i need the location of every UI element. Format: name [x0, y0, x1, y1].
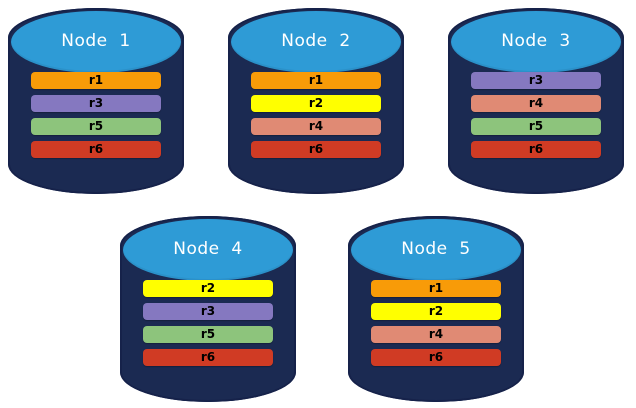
replica-list: r1 r2 r4 r6 [250, 72, 382, 158]
replica-bar: r3 [142, 303, 274, 320]
replica-bar: r2 [142, 280, 274, 297]
node-title: Node 1 [61, 31, 131, 51]
cylinder-top-ellipse [123, 219, 293, 281]
replica-bar: r4 [250, 118, 382, 135]
database-node-4: Node 4 r2 r3 r5 r6 [120, 216, 296, 402]
replica-bar: r3 [30, 95, 162, 112]
database-node-2: Node 2 r1 r2 r4 r6 [228, 8, 404, 194]
replica-bar: r4 [370, 326, 502, 343]
database-node-3: Node 3 r3 r4 r5 r6 [448, 8, 624, 194]
replica-bar: r1 [250, 72, 382, 89]
database-node-1: Node 1 r1 r3 r5 r6 [8, 8, 184, 194]
replica-bar: r6 [30, 141, 162, 158]
cylinder-top-ellipse [11, 11, 181, 73]
node-title: Node 4 [173, 239, 243, 259]
replica-bar: r6 [250, 141, 382, 158]
replica-bar: r5 [30, 118, 162, 135]
node-title: Node 3 [501, 31, 571, 51]
replica-list: r1 r2 r4 r6 [370, 280, 502, 366]
replica-bar: r3 [470, 72, 602, 89]
replica-bar: r1 [370, 280, 502, 297]
replica-list: r1 r3 r5 r6 [30, 72, 162, 158]
replica-bar: r5 [142, 326, 274, 343]
cylinder-top-ellipse [231, 11, 401, 73]
replica-bar: r6 [142, 349, 274, 366]
replica-bar: r6 [470, 141, 602, 158]
replica-bar: r6 [370, 349, 502, 366]
replica-bar: r1 [30, 72, 162, 89]
replica-list: r3 r4 r5 r6 [470, 72, 602, 158]
database-node-5: Node 5 r1 r2 r4 r6 [348, 216, 524, 402]
cylinder-top-ellipse [451, 11, 621, 73]
node-title: Node 2 [281, 31, 351, 51]
cylinder-top-ellipse [351, 219, 521, 281]
replica-bar: r2 [370, 303, 502, 320]
node-title: Node 5 [401, 239, 471, 259]
replica-list: r2 r3 r5 r6 [142, 280, 274, 366]
replica-bar: r4 [470, 95, 602, 112]
replica-bar: r5 [470, 118, 602, 135]
replica-bar: r2 [250, 95, 382, 112]
